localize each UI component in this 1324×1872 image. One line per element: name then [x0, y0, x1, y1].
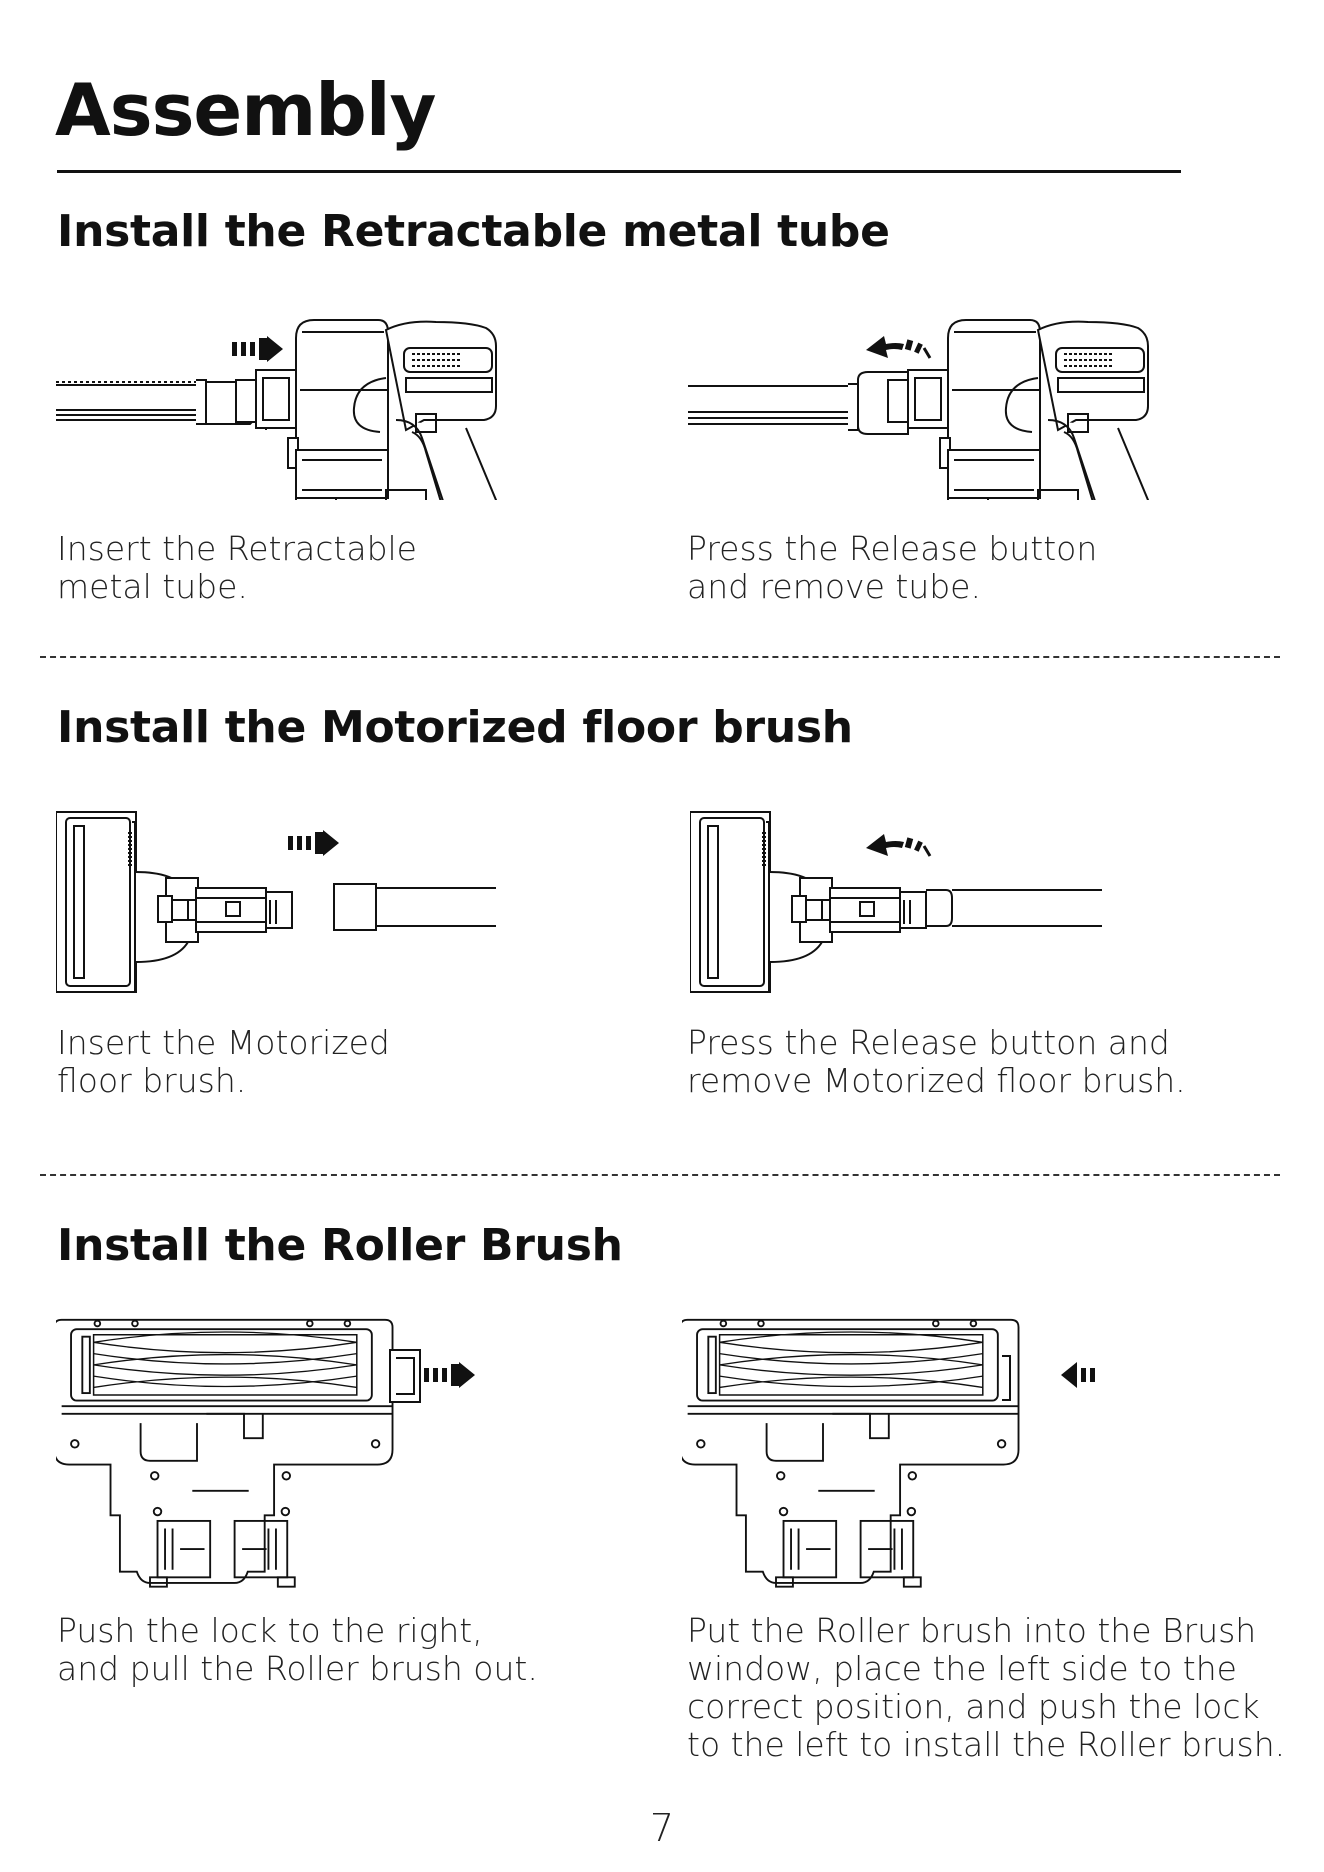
- section-divider: [40, 1174, 1280, 1176]
- curved-arrow-icon: [864, 832, 932, 858]
- section-heading-roller-brush: Install the Roller Brush: [57, 1220, 623, 1271]
- arrow-left-icon: [1061, 1362, 1095, 1388]
- caption-insert-floor-brush: Insert the Motorized floor brush.: [57, 1023, 390, 1100]
- vacuum-remove-tube-icon: [688, 319, 1150, 500]
- arrow-right-icon: [232, 336, 283, 362]
- arrow-right-icon: [424, 1362, 475, 1388]
- floor-brush-insert-icon: [56, 810, 496, 994]
- caption-remove-tube: Press the Release button and remove tube…: [687, 529, 1098, 606]
- vacuum-insert-tube-icon: [56, 319, 498, 500]
- section-divider: [40, 656, 1280, 658]
- curved-arrow-icon: [864, 334, 932, 360]
- arrow-right-icon: [288, 830, 339, 856]
- roller-brush-install-icon: [682, 1318, 1095, 1588]
- caption-remove-roller-brush: Push the lock to the right, and pull the…: [57, 1611, 538, 1688]
- page-number: 7: [649, 1806, 675, 1850]
- caption-insert-tube: Insert the Retractable metal tube.: [57, 529, 417, 606]
- section-heading-floor-brush: Install the Motorized floor brush: [57, 702, 853, 753]
- section-heading-metal-tube: Install the Retractable metal tube: [57, 206, 890, 257]
- roller-brush-remove-icon: [56, 1318, 475, 1588]
- page-title: Assembly: [55, 68, 436, 152]
- caption-remove-floor-brush: Press the Release button and remove Moto…: [687, 1023, 1186, 1100]
- floor-brush-remove-icon: [690, 810, 1102, 994]
- title-rule: [57, 170, 1181, 173]
- caption-install-roller-brush: Put the Roller brush into the Brush wind…: [687, 1611, 1286, 1764]
